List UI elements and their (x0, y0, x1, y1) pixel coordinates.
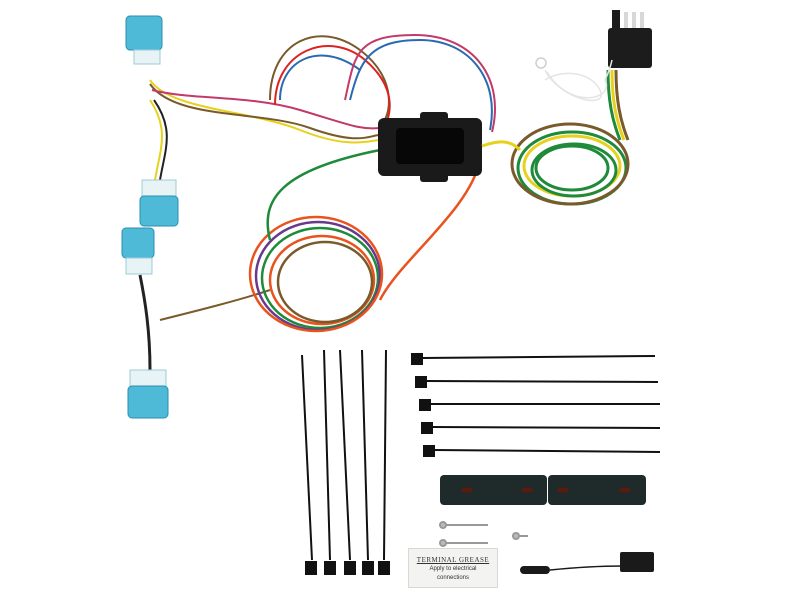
screws (439, 521, 528, 547)
four-pole-flat-connector (608, 10, 652, 68)
converter-box (378, 112, 482, 182)
trailer-harness-coil (481, 69, 630, 206)
dust-cover (520, 552, 654, 574)
grease-subtitle-line1: Apply to electrical (429, 566, 477, 572)
upper-harness-wires (149, 33, 496, 181)
grease-title: TERMINAL GREASE (416, 556, 490, 564)
upper-left-connector-pair (125, 15, 179, 227)
horizontal-cable-ties (411, 353, 661, 457)
mounting-bracket (440, 475, 646, 505)
vehicle-harness-coil (248, 148, 482, 333)
ground-wire (535, 57, 613, 102)
lower-left-connector-pair (121, 227, 271, 419)
vertical-cable-ties (301, 349, 390, 575)
terminal-grease-packet: TERMINAL GREASE Apply to electrical conn… (408, 548, 498, 588)
grease-subtitle-line2: connections (436, 575, 470, 581)
